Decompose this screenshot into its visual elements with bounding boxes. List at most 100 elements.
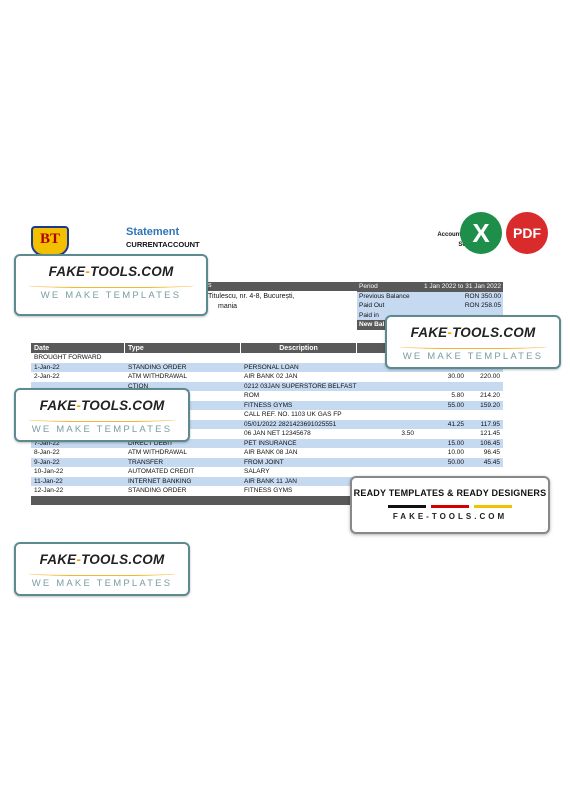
- cell-date: 12-Jan-22: [34, 487, 64, 494]
- period-label: Period: [359, 283, 378, 291]
- cell-description: 0212 03JAN SUPERSTORE BELFAST: [244, 382, 357, 390]
- watermark-brand: FAKE-TOOLS.COM: [39, 398, 165, 413]
- previous-balance-label: Previous Balance: [359, 292, 410, 300]
- cell-date: 1-Jan-22: [34, 363, 60, 371]
- ready-banner-title: READY TEMPLATES & READY DESIGNERS: [353, 488, 547, 498]
- watermark-wave: [28, 416, 176, 422]
- account-number-label: Account Numb: [437, 232, 480, 238]
- cell-description: AIR BANK 02 JAN: [244, 373, 298, 380]
- table-row: 11-Jan-22 INTERNET BANKING AIR BANK 11 JAN: [31, 476, 503, 486]
- cell-date: BROUGHT FORWARD: [34, 354, 102, 361]
- cell-balance: 106.45: [480, 439, 500, 447]
- address-line: Titulescu, nr. 4-8, București,: [208, 293, 295, 300]
- cell-description: SALARY: [244, 468, 270, 475]
- watermark-brand: FAKE-TOOLS.COM: [39, 552, 165, 567]
- table-row: CTION 0212 03JAN SUPERSTORE BELFAST: [31, 381, 503, 391]
- cell-type: ATM WITHDRAWAL: [128, 373, 187, 380]
- cell-date: 10-Jan-22: [34, 468, 64, 475]
- cell-description: 05/01/2022 2821423691025551: [244, 420, 337, 428]
- cell-paid-in: 30.00: [447, 373, 464, 380]
- col-date: Date: [31, 343, 125, 353]
- cell-description: FITNESS GYMS: [244, 401, 293, 409]
- cell-description: FITNESS GYMS: [244, 487, 293, 494]
- table-row: BROUGHT FORWARD: [31, 353, 503, 363]
- watermark-badge: FAKE-TOOLS.COM WE MAKE TEMPLATES: [385, 315, 561, 369]
- previous-balance-row: Previous Balance RON 350.00: [357, 291, 503, 301]
- statement-title: Statement: [126, 226, 180, 238]
- flag-stripe: [388, 505, 426, 508]
- period-value: 1 Jan 2022 to 31 Jan 2022: [424, 283, 501, 291]
- table-row: 05/01/2022 2821423691025551 41.25 117.95: [31, 419, 503, 429]
- col-description: Description: [241, 343, 357, 353]
- cell-balance: 220.00: [480, 373, 500, 380]
- bank-logo-text: BT: [39, 231, 60, 247]
- new-balance-label: New Bal: [359, 321, 385, 329]
- address-header-text: s: [208, 282, 212, 289]
- cell-balance: 117.95: [480, 420, 500, 428]
- cell-description: PERSONAL LOAN: [244, 363, 299, 371]
- watermark-wave: [399, 343, 547, 349]
- ready-templates-banner: READY TEMPLATES & READY DESIGNERS FAKE-T…: [350, 476, 550, 534]
- cell-description: AIR BANK 08 JAN: [244, 449, 298, 456]
- cell-balance: 121.45: [480, 430, 500, 437]
- pdf-download-icon[interactable]: PDF: [506, 212, 548, 254]
- previous-balance-value: RON 350.00: [464, 292, 501, 300]
- flag-stripe: [431, 505, 469, 508]
- cell-description: PET INSURANCE: [244, 439, 297, 447]
- cell-date: 7-Jan-22: [34, 439, 60, 447]
- paid-in-label: Paid in: [359, 311, 379, 319]
- paid-out-value: RON 258.05: [464, 302, 501, 310]
- period-header-row: Period 1 Jan 2022 to 31 Jan 2022: [357, 282, 503, 292]
- cell-type: STANDING ORDER: [128, 363, 187, 371]
- table-row: 12-Jan-22 STANDING ORDER FITNESS GYMS: [31, 486, 503, 496]
- ready-banner-site: FAKE-TOOLS.COM: [392, 512, 508, 521]
- table-row: 8-Jan-22 ATM WITHDRAWAL AIR BANK 08 JAN 10.…: [31, 448, 503, 458]
- cell-paid-in: 55.00: [447, 401, 464, 409]
- col-type: Type: [125, 343, 241, 353]
- cell-paid-out: 3.50: [401, 430, 414, 437]
- cell-type: INTERNET BANKING: [128, 477, 192, 485]
- transactions-footer-bar: [31, 495, 503, 505]
- cell-description: FROM JOINT: [244, 458, 284, 466]
- watermark-brand: FAKE-TOOLS.COM: [48, 264, 174, 279]
- bank-logo: BT: [31, 226, 69, 256]
- excel-download-icon[interactable]: X: [460, 212, 502, 254]
- cell-date: 11-Jan-22: [34, 477, 63, 485]
- table-row: 10-Jan-22 AUTOMATED CREDIT SALARY: [31, 467, 503, 477]
- cell-balance: 159.20: [480, 401, 500, 409]
- watermark-tagline: WE MAKE TEMPLATES: [40, 290, 182, 301]
- watermark-wave: [28, 570, 176, 576]
- cell-description: 06 JAN NET 12345678: [244, 430, 311, 437]
- cell-paid-in: 5.80: [451, 392, 464, 399]
- cell-paid-in: 50.00: [447, 458, 464, 466]
- table-row: 1-Jan-22 STANDING ORDER PERSONAL LOAN: [31, 362, 503, 372]
- table-row: ROM 5.80 214.20: [31, 391, 503, 401]
- address-country: mania: [218, 303, 238, 310]
- watermark-badge: FAKE-TOOLS.COM WE MAKE TEMPLATES: [14, 388, 190, 442]
- cell-date: 9-Jan-22: [34, 458, 60, 466]
- cell-paid-in: 10.00: [447, 449, 464, 456]
- address-header-bar: [205, 282, 503, 291]
- paid-out-row: Paid Out RON 258.05: [357, 301, 503, 311]
- watermark-badge: FAKE-TOOLS.COM WE MAKE TEMPLATES: [14, 254, 208, 316]
- cell-type: STANDING ORDER: [128, 487, 187, 494]
- cell-type: CTION: [128, 382, 149, 390]
- cell-date: 8-Jan-22: [34, 449, 60, 456]
- watermark-tagline: WE MAKE TEMPLATES: [31, 578, 173, 589]
- cell-paid-in: 41.25: [447, 420, 464, 428]
- cell-description: ROM: [244, 392, 260, 399]
- cell-balance: 45.45: [483, 458, 500, 466]
- watermark-badge: FAKE-TOOLS.COM WE MAKE TEMPLATES: [14, 542, 190, 596]
- statement-subtitle: CURRENTACCOUNT: [126, 240, 200, 249]
- cell-description: AIR BANK 11 JAN: [244, 477, 297, 485]
- flag-stripes: [352, 505, 548, 508]
- cell-balance: 96.45: [483, 449, 500, 456]
- cell-type: ATM WITHDRAWAL: [128, 449, 187, 456]
- cell-type: DIRECT DEBIT: [128, 439, 174, 447]
- cell-balance: 214.20: [480, 392, 500, 399]
- cell-type: AUTOMATED CREDIT: [128, 468, 195, 475]
- flag-stripe: [474, 505, 512, 508]
